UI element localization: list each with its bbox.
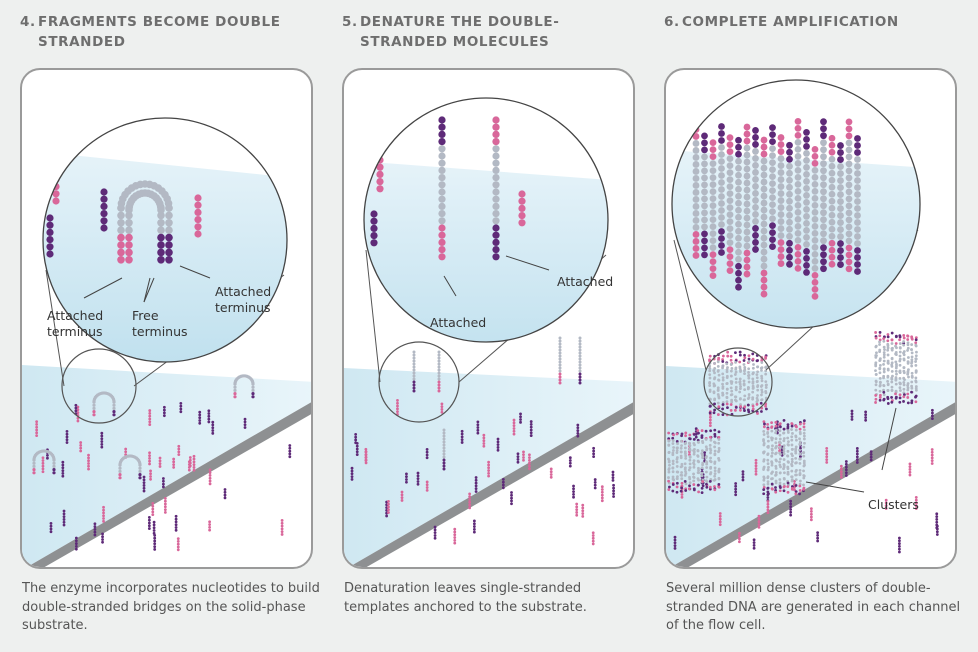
clusters-label: Clusters <box>868 497 919 512</box>
zoom-line-left <box>365 249 381 383</box>
step-6-title: 6. COMPLETE AMPLIFICATION <box>664 12 964 32</box>
step-5-number: 5. <box>342 14 358 30</box>
step-5-title-text: DENATURE THE DOUBLE-STRANDED MOLECULES <box>360 14 560 50</box>
step-6-number: 6. <box>664 14 680 30</box>
zoom-source-circle <box>378 341 460 423</box>
step-6-caption: Several million dense clusters of double… <box>666 581 961 633</box>
flow-cell-surface <box>22 365 311 567</box>
zoom-circle <box>671 79 921 329</box>
step-6-title-text: COMPLETE AMPLIFICATION <box>682 14 899 30</box>
callout-arrows <box>443 255 550 297</box>
step-4-title: 4. FRAGMENTS BECOME DOUBLE STRANDED <box>20 12 310 52</box>
zoom-line-left <box>673 239 707 371</box>
zoom-circle <box>363 97 609 343</box>
step-5-caption: Denaturation leaves single-stranded temp… <box>344 581 587 615</box>
zoom-source-circle <box>61 348 137 424</box>
attached-right-label: Attached <box>557 274 613 289</box>
zoom-circle <box>42 117 288 363</box>
step-5-illustration: Attached Attached <box>344 97 633 567</box>
step-6-panel: Clusters <box>664 68 957 569</box>
zoom-line-left <box>45 269 65 387</box>
step-5-panel: Attached Attached <box>342 68 635 569</box>
attached-bottom-label: Attached <box>430 315 486 330</box>
step-5-title: 5. DENATURE THE DOUBLE-STRANDED MOLECULE… <box>342 12 632 52</box>
callout-arrows <box>805 407 897 493</box>
callout-arrows <box>83 265 211 303</box>
flow-cell-edge <box>27 402 311 567</box>
step-4-caption: The enzyme incorporates nucleotides to b… <box>22 581 320 633</box>
step-4-number: 4. <box>20 14 36 30</box>
step-4-title-text: FRAGMENTS BECOME DOUBLE STRANDED <box>38 14 281 50</box>
step-6-illustration: Clusters <box>666 79 955 567</box>
zoom-source-circle <box>703 347 773 417</box>
